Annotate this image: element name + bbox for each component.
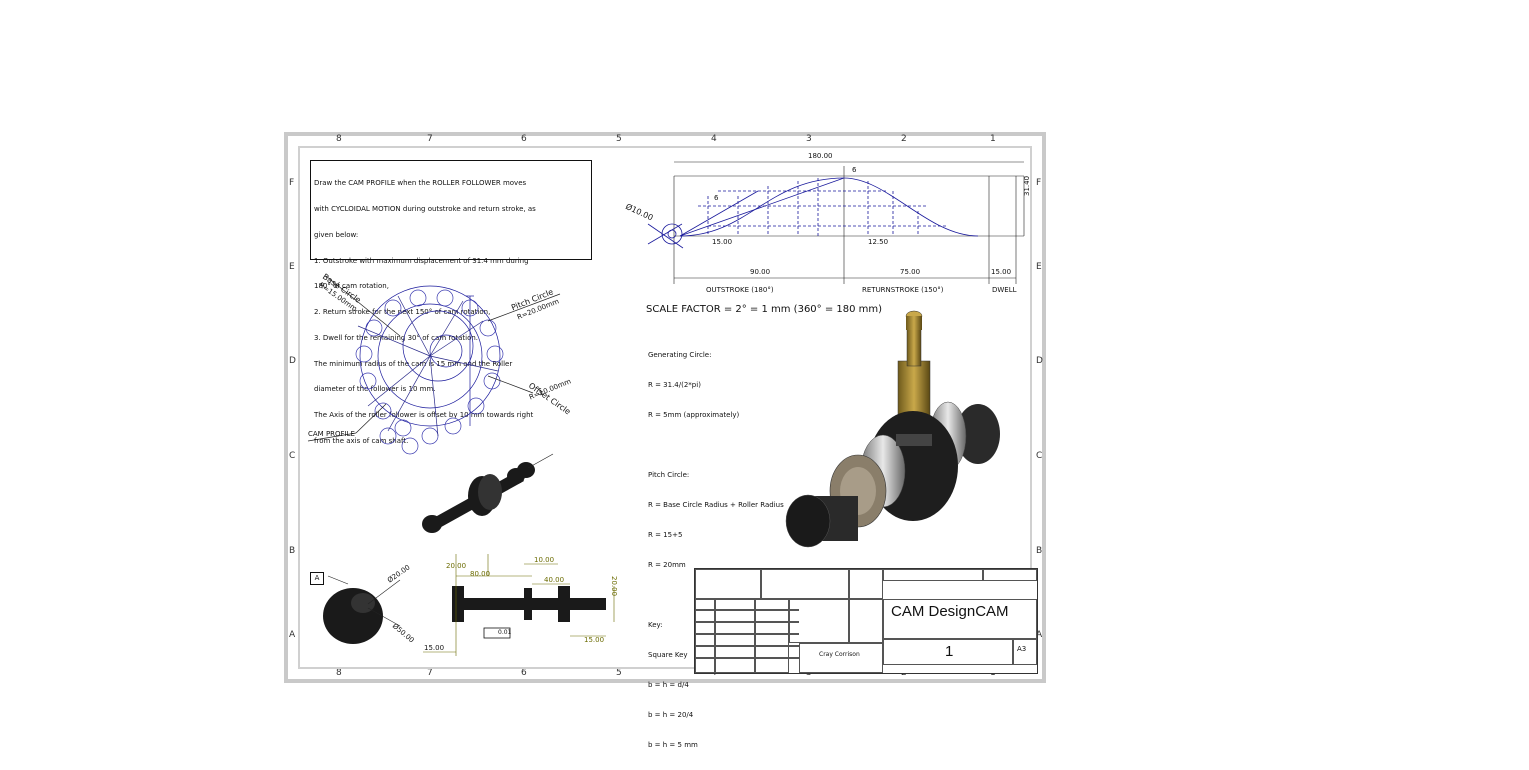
note-line: b = h = 20/4 <box>648 711 694 719</box>
cam-profile-label: CAM PROFILE <box>308 430 355 438</box>
cam-side-view <box>323 575 401 644</box>
sheet-number: 1 <box>945 643 954 660</box>
col-label: 3 <box>806 134 812 144</box>
dwell-label: DWELL <box>992 286 1017 294</box>
drawing-sheet: 8 7 6 5 4 3 2 1 8 7 6 5 4 3 2 1 F E D C … <box>284 132 1046 749</box>
displacement-diagram <box>647 161 1025 284</box>
col-label: 5 <box>616 134 622 144</box>
shaft-dim-40: 40.00 <box>544 576 565 584</box>
note-line: R = 20mm <box>648 561 686 569</box>
shaft-dim-10: 10.00 <box>534 556 555 564</box>
shaft-dim-20-dia: 20.00 <box>610 576 618 597</box>
note-line: R = 31.4/(2*pi) <box>648 381 701 389</box>
row-label: F <box>289 178 295 188</box>
calculation-notes: Generating Circle: R = 31.4/(2*pi) R = 5… <box>648 330 784 770</box>
problem-line: with CYCLOIDAL MOTION during outstroke a… <box>314 204 536 213</box>
col-label: 6 <box>521 668 527 678</box>
drawn-by: Cray Corrison <box>819 651 860 658</box>
dim-90: 90.00 <box>750 268 771 276</box>
shaft-dim-80: 80.00 <box>470 570 491 578</box>
dim-75: 75.00 <box>900 268 921 276</box>
shaft-2d-view <box>423 554 615 656</box>
row-label: E <box>1036 262 1042 272</box>
col-label: 8 <box>336 668 342 678</box>
disp-total-dim: 180.00 <box>808 152 833 160</box>
row-label: D <box>1036 356 1043 366</box>
col-label: 4 <box>711 134 717 144</box>
tolerance-value: 0.01 <box>498 629 512 636</box>
note-line: Square Key <box>648 651 688 659</box>
problem-line: 1. Outstroke with maximum displacement o… <box>314 256 529 265</box>
shaft-dim-15-right: 15.00 <box>584 636 605 644</box>
row-label: B <box>289 546 296 556</box>
row-label: B <box>1036 546 1043 556</box>
shaft-dim-15-left: 15.00 <box>424 644 445 652</box>
problem-line: diameter of the follower is 10 mm. <box>314 385 436 394</box>
note-line: Generating Circle: <box>648 351 712 359</box>
note-line: R = 15+5 <box>648 531 683 539</box>
outstroke-label: OUTSTROKE (180°) <box>706 286 774 294</box>
shaft-end-right <box>956 404 1000 464</box>
problem-statement-box: Draw the CAM PROFILE when the ROLLER FOL… <box>310 160 592 445</box>
chord-label: 6 <box>714 194 719 202</box>
row-label: E <box>289 262 295 272</box>
row-label: C <box>1036 451 1043 461</box>
problem-line: Draw the CAM PROFILE when the ROLLER FOL… <box>314 179 527 188</box>
note-line: R = 5mm (approximately) <box>648 411 740 419</box>
follower-stem <box>906 325 922 367</box>
row-label: D <box>289 356 296 366</box>
scale-factor-note: SCALE FACTOR = 2° = 1 mm (360° = 180 mm) <box>646 304 883 315</box>
shaft-dim-20: 20.00 <box>446 562 467 570</box>
note-line: Key: <box>648 621 663 629</box>
dim-15: 15.00 <box>712 238 733 246</box>
problem-line: 2. Return stroke for the next 150° of ca… <box>314 308 491 317</box>
col-label: 6 <box>521 134 527 144</box>
col-label: 7 <box>427 134 433 144</box>
row-label: A <box>289 630 296 640</box>
dim-15-dwell: 15.00 <box>991 268 1012 276</box>
row-label: F <box>1036 178 1042 188</box>
note-line: Pitch Circle: <box>648 471 690 479</box>
dim-12-5: 12.50 <box>868 238 889 246</box>
datum-a-label: A <box>310 572 324 585</box>
shaft-end-left <box>785 494 831 548</box>
cam-profile-drawing <box>307 275 561 455</box>
problem-statement: Draw the CAM PROFILE when the ROLLER FOL… <box>314 162 536 463</box>
returnstroke-label: RETURNSTROKE (150°) <box>862 286 944 294</box>
col-label: 7 <box>427 668 433 678</box>
note-line: b = h = 5 mm <box>648 741 698 749</box>
problem-line: The Axis of the roller follower is offse… <box>314 411 534 420</box>
col-label: 8 <box>336 134 342 144</box>
problem-line: given below: <box>314 230 359 239</box>
assembly-3d-render <box>323 310 1000 656</box>
col-label: 2 <box>901 134 907 144</box>
problem-line: from the axis of cam shaft. <box>314 437 409 445</box>
col-label: 5 <box>616 668 622 678</box>
sheet-size: A3 <box>1017 645 1027 653</box>
shaft-iso-view <box>422 453 554 533</box>
col-label: 1 <box>990 134 996 144</box>
drawing-border <box>298 146 1032 669</box>
problem-line: 180° of cam rotation, <box>314 282 389 291</box>
row-label: C <box>289 451 296 461</box>
row-label: A <box>1036 630 1043 640</box>
drawing-title: CAM DesignCAM <box>891 603 1009 620</box>
note-line: b = h = d/4 <box>648 681 689 689</box>
chord-label-top: 6 <box>852 166 857 174</box>
title-block: CAM DesignCAM 1 A3 Cray Corrison <box>694 568 1038 674</box>
note-line: R = Base Circle Radius + Roller Radius <box>648 501 784 509</box>
